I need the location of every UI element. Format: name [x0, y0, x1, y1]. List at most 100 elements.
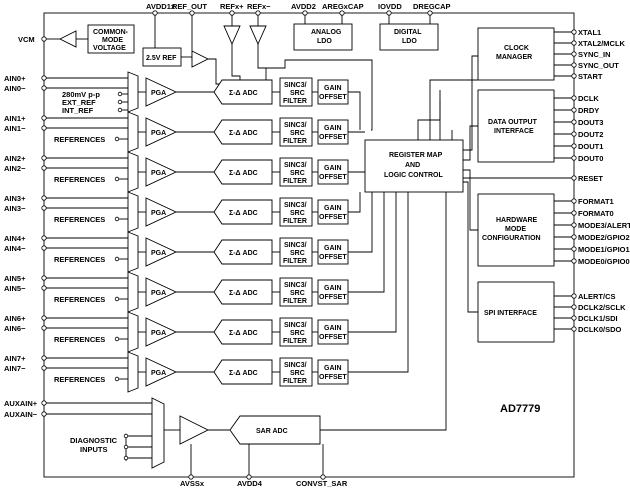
diagnostic-label-line2: INPUTS	[80, 445, 108, 454]
clock-manager-line1: CLOCK	[504, 45, 529, 52]
ch7-gain-line1: GAIN	[324, 365, 342, 372]
ch1-pga	[145, 117, 178, 147]
pin-clock-2	[571, 51, 577, 57]
ch4-sinc-filter	[279, 237, 313, 267]
ch0-sinc-line2: SRC	[290, 90, 305, 97]
clock-manager-line2: MANAGER	[496, 54, 532, 61]
ch6-gain-offset	[317, 319, 349, 345]
pin-data-4	[571, 143, 577, 149]
ch2-sinc-filter	[279, 157, 313, 187]
pin-avdd2-label: AVDD2	[291, 2, 316, 11]
ch7-sinc-line1: SINC3/	[284, 362, 307, 369]
ch5-sinc-filter	[279, 277, 313, 307]
ch2-pga	[145, 157, 178, 187]
ch1-sinc-line3: FILTER	[283, 138, 307, 145]
pin-ain1-plus-label: AIN1+	[4, 114, 26, 123]
digital-ldo-line1: DIGITAL	[394, 29, 422, 36]
ch1-gain-line2: OFFSET	[319, 134, 347, 141]
ch2-gain-line2: OFFSET	[319, 174, 347, 181]
ch4-pga	[145, 237, 178, 267]
pin-ain4-minus-label: AIN4−	[4, 244, 26, 253]
ch3-pga-label: PGA	[151, 210, 166, 217]
ch5-mux	[127, 271, 139, 313]
ch3-sinc-line2: SRC	[290, 210, 305, 217]
pin-ain2-plus-label: AIN2+	[4, 154, 26, 163]
vcm-section: VCM COMMON- MODE VOLTAGE	[18, 24, 135, 54]
ch0-sinc-line3: FILTER	[283, 98, 307, 105]
ch5-gain-line2: OFFSET	[319, 294, 347, 301]
ch3-references-node	[114, 216, 120, 222]
ch5-sinc-line3: FILTER	[283, 298, 307, 305]
analog-ldo-block	[293, 23, 353, 51]
ch0-gain-line2: OFFSET	[319, 94, 347, 101]
pin-clock-1-label: XTAL2/MCLK	[578, 39, 626, 48]
ch6-sinc-line3: FILTER	[283, 338, 307, 345]
diagnostic-label-line1: DIAGNOSTIC	[70, 436, 118, 445]
ch3-pga	[145, 197, 178, 227]
ch0-mux	[127, 71, 139, 113]
ch7-references-label: REFERENCES	[54, 375, 105, 384]
ch1-gain-offset	[317, 119, 349, 145]
pin-hw-3	[571, 234, 577, 240]
ch1-gain-line1: GAIN	[324, 125, 342, 132]
pin-ain6-plus	[41, 315, 47, 321]
pin-refx-plus	[229, 10, 235, 16]
ch7-pga-label: PGA	[151, 370, 166, 377]
interconnect	[417, 55, 478, 313]
pin-ain4-plus	[41, 235, 47, 241]
register-map-section: REGISTER MAP AND LOGIC CONTROL	[364, 139, 464, 193]
pin-spi-2-label: DCLK1/SDI	[578, 314, 618, 323]
ch4-pga-label: PGA	[151, 250, 166, 257]
pin-ain1-minus	[41, 125, 47, 131]
ch1-sinc-line1: SINC3/	[284, 122, 307, 129]
ch0-ref-label-0: 280mV p-p	[62, 90, 100, 99]
pin-vcm	[41, 36, 47, 42]
ch3-gain-offset	[317, 199, 349, 225]
ch0-pga	[145, 77, 178, 107]
pin-avssx-label: AVSSx	[180, 479, 205, 488]
pin-hw-1-label: FORMAT0	[578, 209, 614, 218]
pin-aregxcap	[339, 10, 345, 16]
ch4-sinc-line3: FILTER	[283, 258, 307, 265]
ch0-gain-line1: GAIN	[324, 85, 342, 92]
ch2-sinc-line1: SINC3/	[284, 162, 307, 169]
pin-ain0-plus-label: AIN0+	[4, 74, 26, 83]
ch7-sinc-line3: FILTER	[283, 378, 307, 385]
register-map-line3: LOGIC CONTROL	[384, 172, 443, 179]
ch4-references-label: REFERENCES	[54, 255, 105, 264]
ch5-references-node	[114, 296, 120, 302]
pin-avdd4-label: AVDD4	[237, 479, 263, 488]
pin-clock-4-label: START	[578, 72, 603, 81]
aux-mux	[151, 397, 165, 469]
ch1-sinc-line2: SRC	[290, 130, 305, 137]
hw-mode-line1: HARDWARE	[496, 217, 538, 224]
ch3-sinc-line1: SINC3/	[284, 202, 307, 209]
ch4-gain-offset	[317, 239, 349, 265]
ch1-pga-label: PGA	[151, 130, 166, 137]
pin-ain2-minus-label: AIN2−	[4, 164, 26, 173]
pin-ain2-plus	[41, 155, 47, 161]
ch0-ref-label-2: INT_REF	[62, 106, 94, 115]
ch2-references-label: REFERENCES	[54, 175, 105, 184]
ch6-references-node	[114, 336, 120, 342]
pin-hw-1	[571, 210, 577, 216]
ref-2-5v-label: 2.5V REF	[146, 55, 177, 62]
pin-spi-1-label: DCLK2/SCLK	[578, 303, 626, 312]
pin-spi-1	[571, 304, 577, 310]
data-output-section: DATA OUTPUT INTERFACE	[477, 89, 555, 163]
refp-buffer	[223, 25, 241, 46]
ch1-mux	[127, 111, 139, 153]
ch7-sinc-filter	[279, 357, 313, 387]
pin-dregcap	[427, 10, 433, 16]
spi-section: SPI INTERFACE	[477, 281, 555, 343]
pin-hw-3-label: MODE2/GPIO2	[578, 233, 630, 242]
pin-reset-label: RESET	[578, 174, 603, 183]
hw-mode-line3: CONFIGURATION	[482, 235, 541, 242]
ch0-sinc-line1: SINC3/	[284, 82, 307, 89]
clock-manager-section: CLOCK MANAGER	[477, 27, 555, 81]
ch0-ref-node-0	[117, 91, 123, 97]
pin-reset	[571, 175, 577, 181]
